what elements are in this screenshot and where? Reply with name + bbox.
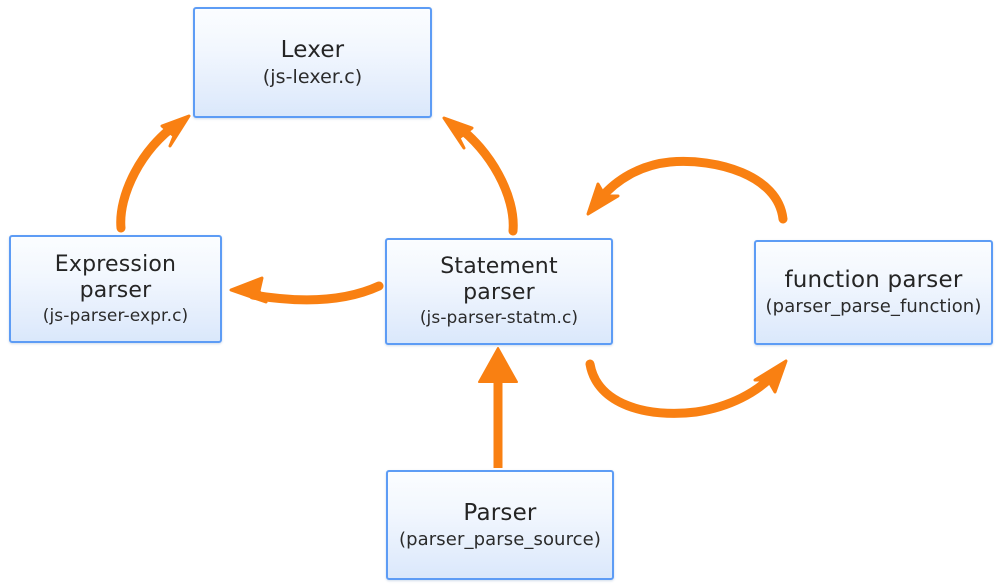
node-function-parser-subtitle: (parser_parse_function): [765, 296, 982, 318]
node-expression-parser[interactable]: Expression parser (js-parser-expr.c): [9, 235, 222, 343]
node-expression-parser-subtitle: (js-parser-expr.c): [42, 305, 189, 326]
node-statement-parser[interactable]: Statement parser (js-parser-statm.c): [385, 238, 613, 345]
arrow-parser-to-statement: [478, 347, 518, 468]
node-statement-parser-title: Statement parser: [440, 254, 558, 306]
arrow-statement-to-expression: [229, 276, 384, 305]
node-parser-title: Parser: [463, 499, 537, 526]
node-statement-parser-subtitle: (js-parser-statm.c): [419, 308, 579, 329]
arrow-statement-to-lexer: [442, 116, 518, 236]
node-function-parser-title: function parser: [784, 267, 963, 294]
arrow-function-to-statement: [586, 156, 788, 224]
arrow-expression-to-lexer: [116, 114, 191, 233]
node-lexer-subtitle: (js-lexer.c): [262, 65, 363, 88]
node-function-parser[interactable]: function parser (parser_parse_function): [754, 240, 993, 345]
node-lexer-title: Lexer: [280, 36, 345, 63]
node-expression-parser-title: Expression parser: [54, 251, 177, 303]
node-parser-subtitle: (parser_parse_source): [399, 528, 601, 550]
node-parser[interactable]: Parser (parser_parse_source): [386, 470, 614, 580]
arrow-statement-to-function: [585, 359, 788, 418]
node-lexer[interactable]: Lexer (js-lexer.c): [193, 7, 432, 118]
